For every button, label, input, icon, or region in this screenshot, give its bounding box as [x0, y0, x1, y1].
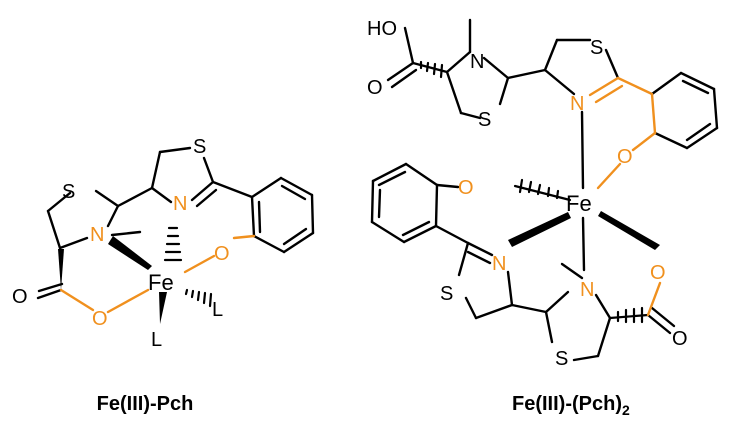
left-s-thiazolidine: S: [62, 181, 75, 203]
left-carboxylate: [36, 249, 150, 314]
right-n-methyl-bottom: N: [580, 279, 594, 301]
right-iron-coordination: [508, 110, 660, 272]
right-top-thiazoline: [543, 38, 654, 104]
right-complex: HO O N S S N O Fe O N S N S O O Fe(III)-…: [367, 18, 719, 418]
right-ho-label: HO: [367, 18, 397, 40]
left-benzene-ring: [250, 176, 315, 254]
right-top-carboxylic-acid: [386, 26, 449, 89]
left-fe-center: Fe: [148, 270, 174, 295]
right-top-thiazolidine: [445, 18, 547, 120]
right-n-imine-bottom: N: [492, 253, 506, 275]
left-s-thiazoline: S: [193, 136, 206, 158]
right-o-phenolate-bottom: O: [458, 177, 474, 199]
right-s-thiazolidine-bottom: S: [555, 348, 568, 370]
right-n-imine-top: N: [570, 93, 584, 115]
left-ligand-l-bottom: L: [151, 329, 162, 351]
right-o-phenolate-top: O: [617, 146, 633, 168]
right-fe-center: Fe: [566, 191, 592, 216]
left-thiazolidine-ring: [46, 186, 154, 250]
left-complex: S S N N O O O Fe L L Fe(III)-Pch: [12, 136, 315, 415]
right-bottom-thiazoline: [457, 241, 548, 320]
right-s-thiazolidine-top: S: [478, 109, 491, 131]
right-caption-main: Fe(III)-(Pch): [512, 393, 622, 415]
right-s-thiazoline-top: S: [590, 37, 603, 59]
left-iron-coordination: [108, 226, 256, 324]
right-caption: Fe(III)-(Pch)2: [512, 393, 630, 418]
left-o-carboxylate: O: [92, 308, 108, 330]
right-s-thiazoline-bottom: S: [440, 283, 453, 305]
right-o-acid-carbonyl: O: [367, 77, 383, 99]
right-top-benzene: [631, 71, 719, 152]
left-ligand-l-right: L: [212, 299, 223, 321]
right-n-methyl-top: N: [470, 51, 484, 73]
left-caption: Fe(III)-Pch: [97, 393, 194, 415]
right-o-carboxylate-bottom: O: [650, 262, 666, 284]
right-o-carbonyl-bottom: O: [672, 328, 688, 350]
left-o-carbonyl: O: [12, 286, 28, 308]
right-caption-subscript: 2: [622, 402, 630, 418]
left-thiazoline-ring: [150, 146, 254, 208]
left-o-phenolate: O: [214, 243, 230, 265]
left-n-methyl: N: [90, 224, 104, 246]
right-bottom-benzene: [370, 162, 470, 245]
right-bottom-thiazolidine: [544, 262, 676, 362]
left-n-imine: N: [173, 193, 187, 215]
